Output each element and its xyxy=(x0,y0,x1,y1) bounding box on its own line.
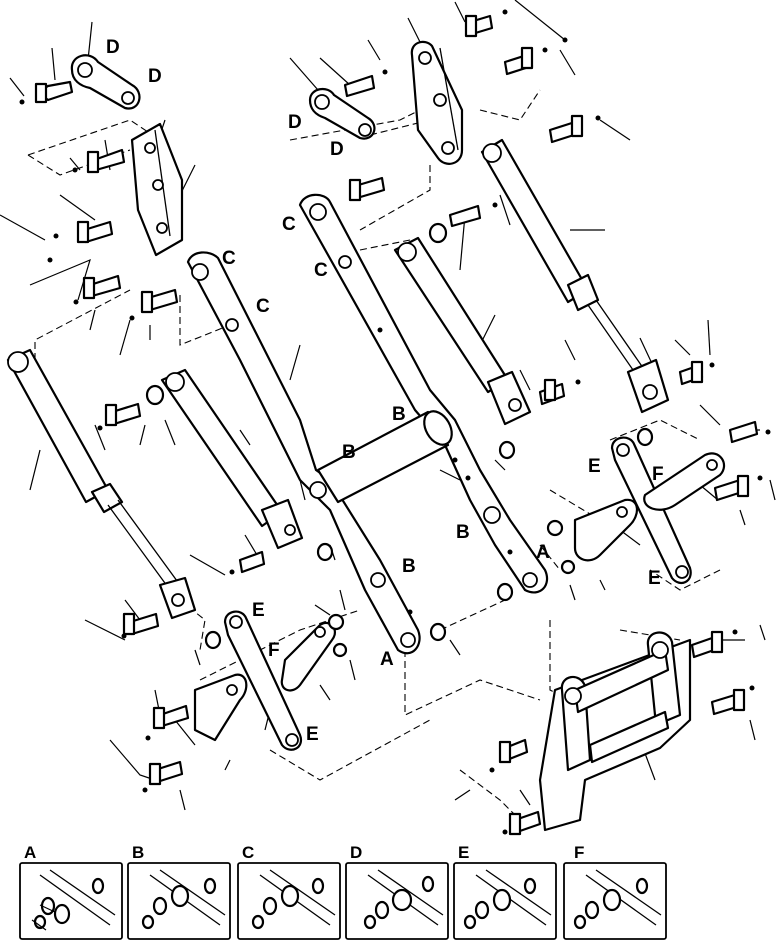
pin-19 xyxy=(728,420,759,444)
pin-09 xyxy=(152,704,190,730)
pin-22 xyxy=(710,688,746,716)
pins-and-hardware xyxy=(19,9,771,836)
pin-12 xyxy=(348,176,386,202)
bushings xyxy=(145,222,654,658)
pin-21 xyxy=(690,630,724,659)
pin-08 xyxy=(238,550,266,574)
pin-14 xyxy=(464,14,494,38)
pin-23 xyxy=(498,738,529,764)
right-bellcrank-F xyxy=(643,452,726,511)
pin-07 xyxy=(122,612,160,636)
detail-box-a: A xyxy=(19,843,123,940)
label-e-3: E xyxy=(252,600,265,621)
detail-label-a: A xyxy=(24,843,36,862)
detail-label-c: C xyxy=(242,843,254,862)
grease-fittings xyxy=(19,9,771,835)
label-f-2: F xyxy=(268,640,280,661)
label-f-1: F xyxy=(652,464,664,485)
label-d-2: D xyxy=(148,66,162,87)
detail-label-e: E xyxy=(458,843,469,862)
label-e-2: E xyxy=(648,568,661,589)
top-left-link-D xyxy=(70,54,141,110)
right-lift-cylinder xyxy=(480,138,670,414)
label-e-1: E xyxy=(588,456,601,477)
detail-label-f: F xyxy=(574,843,584,862)
detail-label-b: B xyxy=(132,843,144,862)
callout-labels: D D D D C C C C B B B B A A E E E E F F xyxy=(106,37,664,745)
label-c-3: C xyxy=(282,214,296,235)
left-lift-cylinder xyxy=(6,348,197,620)
label-e-4: E xyxy=(306,724,319,745)
label-d-3: D xyxy=(288,112,302,133)
detail-box-b: B xyxy=(127,843,231,940)
pin-15 xyxy=(503,46,534,76)
label-d-1: D xyxy=(106,37,120,58)
left-boom-arm xyxy=(186,251,421,655)
left-bracket xyxy=(193,673,248,742)
pin-01 xyxy=(34,80,74,104)
label-b-1: B xyxy=(392,404,406,425)
loader-mount-frame xyxy=(538,631,692,832)
pin-06 xyxy=(104,402,142,427)
detail-box-e: E xyxy=(453,843,557,940)
left-mounting-plate xyxy=(130,122,184,257)
detail-box-c: C xyxy=(237,843,341,940)
top-center-link-D xyxy=(308,87,376,140)
label-b-4: B xyxy=(402,556,416,577)
label-a-2: A xyxy=(380,649,394,670)
pin-18 xyxy=(678,360,704,386)
pin-24 xyxy=(508,810,542,836)
pin-05 xyxy=(140,288,179,314)
center-mounting-plate xyxy=(410,40,464,165)
assembly-dashed-lines xyxy=(27,89,721,821)
right-boom-arm xyxy=(298,193,549,594)
label-b-3: B xyxy=(456,522,470,543)
label-c-4: C xyxy=(314,260,328,281)
label-c-2: C xyxy=(256,296,270,317)
label-a-1: A xyxy=(536,542,550,563)
pin-02 xyxy=(86,148,126,174)
detail-box-d: D xyxy=(345,843,449,940)
right-tilt-cylinder xyxy=(393,236,532,426)
right-link-E xyxy=(610,436,692,585)
pin-13 xyxy=(448,204,482,228)
pin-11 xyxy=(343,74,376,98)
pin-20 xyxy=(713,474,750,502)
boom-cross-tube xyxy=(316,410,453,504)
right-bracket xyxy=(573,498,638,562)
label-b-2: B xyxy=(342,442,356,463)
left-tilt-cylinder xyxy=(160,368,304,550)
left-link-E xyxy=(223,610,303,751)
left-bellcrank-F xyxy=(280,621,336,692)
label-d-4: D xyxy=(330,139,344,160)
detail-box-f: F xyxy=(563,843,667,940)
pin-04 xyxy=(82,274,122,300)
pin-16 xyxy=(548,114,584,144)
label-c-1: C xyxy=(222,248,236,269)
pin-17 xyxy=(538,378,566,406)
pin-03 xyxy=(76,220,114,244)
detail-label-d: D xyxy=(350,843,362,862)
pin-10 xyxy=(148,760,184,786)
